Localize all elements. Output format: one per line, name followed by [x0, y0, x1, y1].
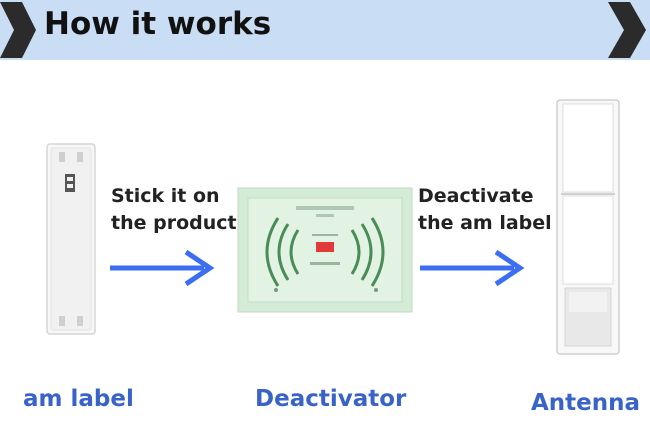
left-chevron-icon [0, 2, 36, 58]
arrow-right-icon-2 [420, 249, 525, 287]
antenna-image [556, 99, 620, 355]
step-deactivate-line2: the am label [418, 212, 552, 234]
step-stick-line1: Stick it on [111, 185, 220, 207]
header-banner [0, 0, 650, 60]
label-am-label: am label [23, 386, 134, 412]
step-stick-line2: the product [111, 212, 237, 234]
label-deactivator: Deactivator [255, 386, 407, 412]
right-chevron-icon [608, 2, 646, 58]
step-stick-text: Stick it on the product [111, 183, 237, 237]
deactivator-image [237, 187, 413, 313]
step-deactivate-line1: Deactivate [418, 185, 534, 207]
arrow-right-icon-1 [110, 249, 215, 287]
step-deactivate-text: Deactivate the am label [418, 183, 552, 237]
am-label-image [46, 143, 96, 335]
page-title: How it works [44, 6, 272, 42]
label-antenna: Antenna [531, 390, 641, 416]
